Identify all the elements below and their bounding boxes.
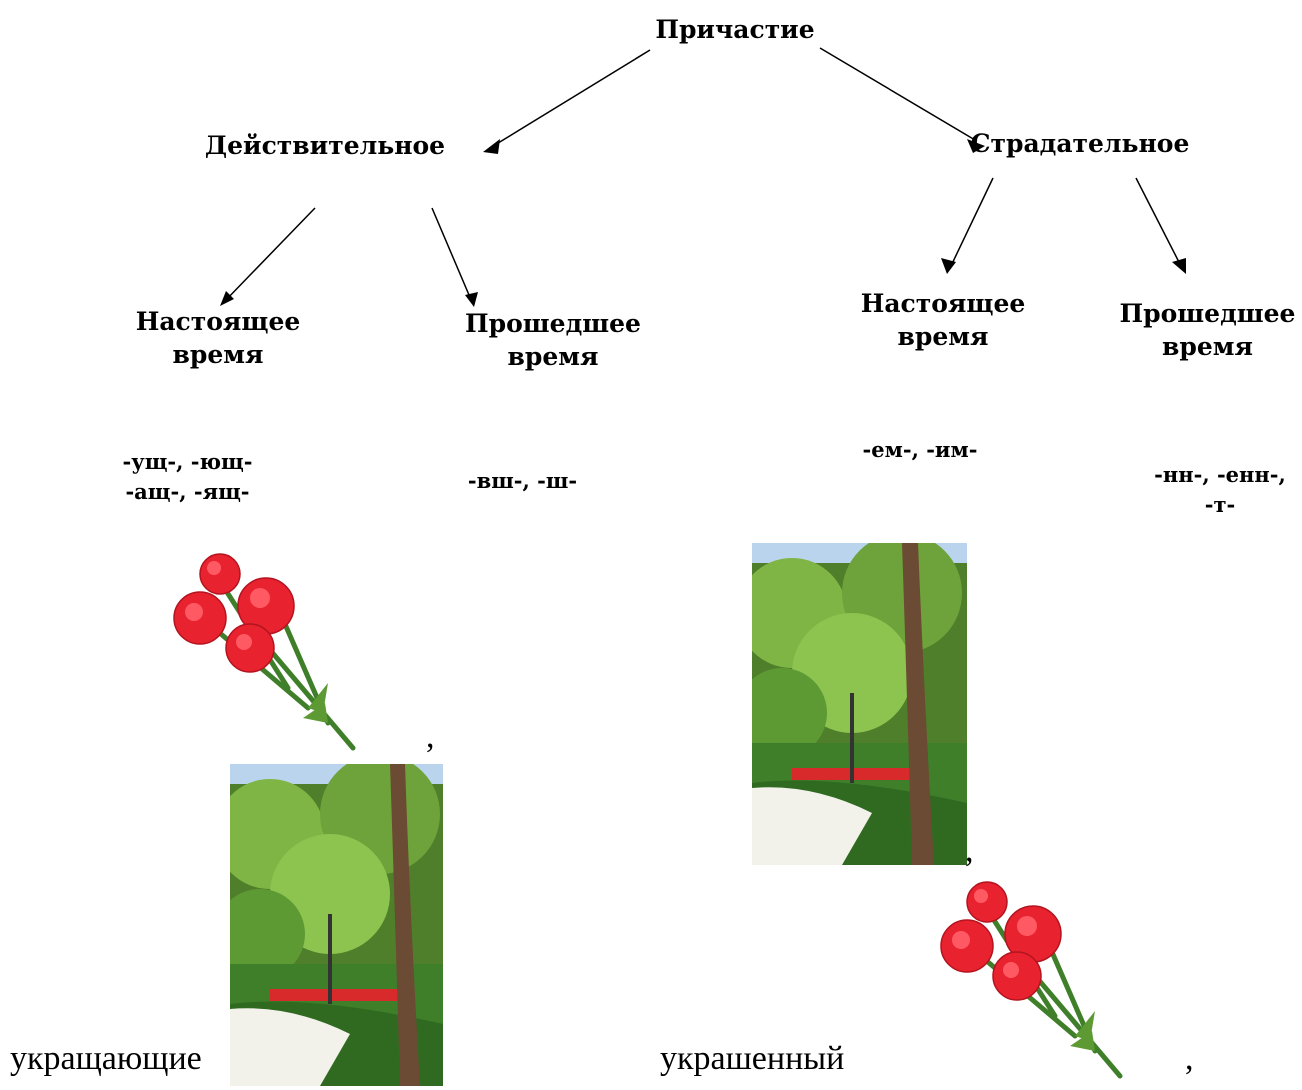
suffix-passive-present-1: -ем-, -им-	[862, 437, 978, 462]
connector-root-active	[489, 49, 651, 149]
suffix-active-past-1: -вш-, -ш-	[467, 468, 578, 493]
carnation-image-left	[173, 553, 356, 751]
arrowhead-active-present	[220, 291, 234, 306]
node-active-past-line1: Прошедшее	[465, 309, 641, 338]
connector-root-passive	[819, 47, 976, 141]
comma-2: ,	[965, 832, 974, 869]
suffix-passive-present: -ем-, -им-	[840, 435, 1000, 465]
node-passive: Страдательное	[960, 128, 1200, 161]
node-active-present-line2: время	[172, 339, 264, 369]
arrowhead-passive-present	[941, 258, 956, 274]
node-passive-present: Настоящее время	[858, 288, 1028, 353]
suffix-passive-past: -нн-, -енн-, -т-	[1140, 460, 1300, 521]
node-active-past-line2: время	[507, 341, 599, 371]
node-participle-label: Причастие	[655, 15, 815, 44]
comma-3: ,	[1185, 1040, 1194, 1077]
suffix-active-present-2: -ащ-, -ящ-	[125, 479, 250, 505]
node-passive-present-line1: Настоящее	[860, 289, 1026, 318]
example-word-left: укращающие	[10, 1040, 202, 1077]
node-passive-present-line2: время	[897, 321, 989, 351]
connector-active-past	[431, 207, 473, 303]
arrowhead-passive	[967, 139, 985, 153]
node-active-present-line1: Настоящее	[135, 307, 301, 336]
node-participle: Причастие	[640, 14, 830, 47]
arrowhead-active	[483, 139, 500, 154]
example-word-right: украшенный	[660, 1040, 845, 1077]
node-passive-past-line1: Прошедшее	[1119, 299, 1296, 328]
node-active-past: Прошедшее время	[458, 308, 648, 373]
comma-1: ,	[426, 718, 435, 755]
node-active-label: Действительное	[204, 131, 446, 160]
connector-passive-present	[949, 177, 994, 269]
node-passive-label: Страдательное	[970, 129, 1190, 158]
node-active: Действительное	[195, 130, 455, 163]
connector-passive-past	[1135, 177, 1183, 269]
park-image-left	[230, 764, 443, 1086]
suffix-active-present: -ущ-, -ющ- -ащ-, -ящ-	[100, 447, 275, 508]
suffix-active-present-1: -ущ-, -ющ-	[122, 449, 253, 474]
connector-active-present	[223, 207, 316, 303]
arrowhead-passive-past	[1172, 258, 1186, 274]
suffix-passive-past-2: -т-	[1204, 492, 1236, 518]
park-image-right	[752, 543, 967, 865]
suffix-active-past: -вш-, -ш-	[445, 466, 600, 496]
node-passive-past-line2: время	[1162, 331, 1253, 361]
arrowhead-active-past	[465, 292, 478, 307]
carnation-image-right	[940, 881, 1123, 1079]
node-active-present: Настоящее время	[128, 306, 308, 371]
suffix-passive-past-1: -нн-, -енн-,	[1154, 462, 1286, 487]
node-passive-past: Прошедшее время	[1115, 298, 1300, 363]
